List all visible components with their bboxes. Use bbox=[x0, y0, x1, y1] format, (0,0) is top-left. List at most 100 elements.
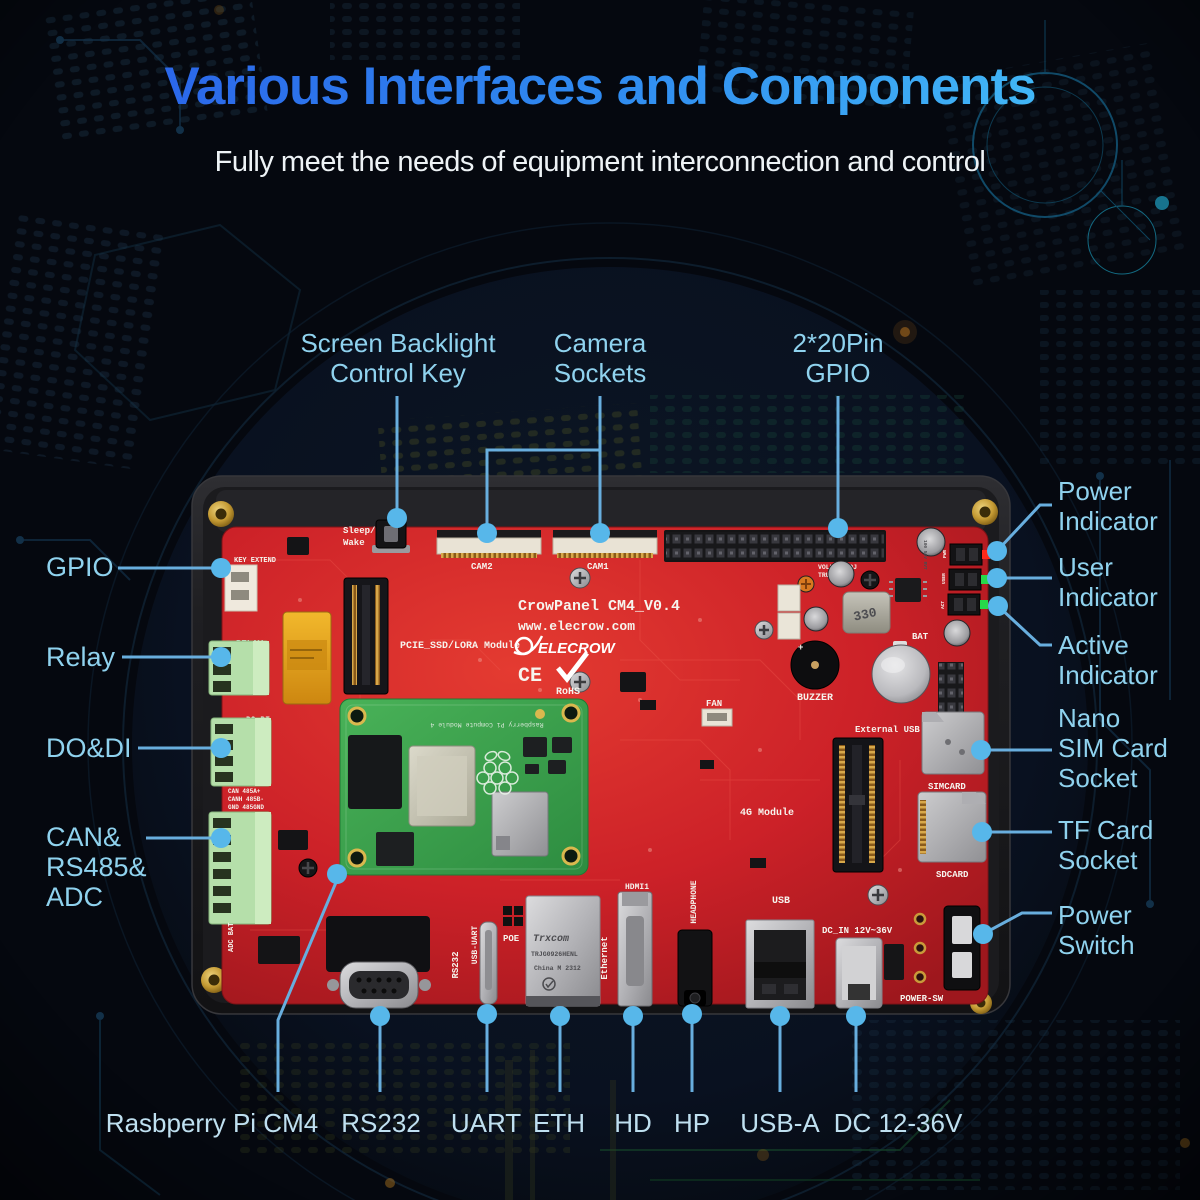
silk-cam2: CAM2 bbox=[471, 562, 493, 572]
silk-cam1: CAM1 bbox=[587, 562, 609, 572]
dc-component bbox=[884, 944, 904, 980]
silk-rohs: RoHS bbox=[556, 687, 580, 698]
silk-pwr: PWR bbox=[942, 550, 948, 558]
callout-dc-12-36v: DC 12-36V bbox=[833, 1108, 963, 1138]
silk-hdmi: HDMI1 bbox=[625, 883, 649, 892]
callout-do-di: DO&DI bbox=[46, 733, 132, 763]
pcie-m2-slot: PCIE_SSD/LORA Module bbox=[343, 577, 520, 695]
page-subtitle: Fully meet the needs of equipment interc… bbox=[214, 146, 986, 178]
hdmi-connector: HDMI1 bbox=[617, 883, 653, 1007]
pin-header-2x4 bbox=[938, 662, 964, 714]
callout-text: Nano bbox=[1058, 703, 1121, 733]
callout-camera-sockets: Camera Sockets bbox=[554, 328, 647, 388]
silk-poe: POE bbox=[503, 934, 520, 944]
user-led bbox=[981, 575, 989, 584]
callout-tf-card-socket: TF Card Socket bbox=[1058, 815, 1153, 875]
silk-eth-origin: China M 2312 bbox=[534, 965, 581, 972]
silk-can-a: CAN 485A+ bbox=[228, 788, 261, 795]
callout-gpio: GPIO bbox=[46, 552, 114, 582]
silk-external-usb: External USB bbox=[855, 725, 920, 735]
silk-eth-model: TRJG0926HENL bbox=[531, 951, 578, 958]
silk-buzzer: BUZZER bbox=[797, 693, 833, 704]
silk-inductor: 330 bbox=[852, 605, 878, 625]
misc-chips bbox=[258, 537, 766, 964]
silk-wake: Wake bbox=[343, 538, 365, 548]
silk-can-gnd: GND 485GND bbox=[228, 804, 264, 811]
raspberry-logo bbox=[476, 750, 519, 795]
rohs-checkmark bbox=[556, 651, 589, 684]
silk-model: CrowPanel CM4_V0.4 bbox=[518, 598, 680, 615]
fan-connector: FAN bbox=[701, 699, 733, 727]
speaker-connectors bbox=[777, 584, 801, 640]
callout-text: Indicator bbox=[1058, 506, 1158, 536]
buzzer: + BUZZER bbox=[790, 640, 840, 704]
silk-fan: FAN bbox=[706, 699, 722, 709]
callout-text: Power bbox=[1058, 476, 1132, 506]
gpio-header-2x20 bbox=[664, 530, 886, 562]
callout-uart: UART bbox=[450, 1108, 522, 1138]
indicator-leds: PWR USER ACT bbox=[940, 543, 990, 616]
poe-header: POE bbox=[503, 906, 523, 944]
callout-text: Indicator bbox=[1058, 582, 1158, 612]
silk-bat: BAT bbox=[912, 632, 929, 642]
callout-text: SIM Card bbox=[1058, 733, 1168, 763]
callout-text: RS485& bbox=[46, 852, 147, 882]
usb-a-port bbox=[745, 919, 815, 1009]
callout-text: Relay bbox=[46, 642, 116, 672]
ethernet-connector: Trxcom TRJG0926HENL China M 2312 bbox=[525, 895, 601, 1007]
callout-can-rs485-adc: CAN& RS485& ADC bbox=[46, 822, 147, 912]
silk-power-sw: POWER-SW bbox=[900, 994, 944, 1004]
callout-text: Power bbox=[1058, 900, 1132, 930]
uart-connector bbox=[479, 921, 498, 1005]
callout-text: ADC bbox=[46, 882, 104, 912]
silk-usb-uart: USB-UART bbox=[471, 926, 480, 965]
callout-eth: ETH bbox=[533, 1108, 585, 1138]
key-extend-connector: KEY EXTEND bbox=[224, 557, 276, 612]
callout-text: Control Key bbox=[330, 358, 466, 388]
callout-text: 2*20Pin bbox=[792, 328, 884, 358]
silk-usb: USB bbox=[772, 896, 790, 907]
page-title: Various Interfaces and Components bbox=[0, 56, 1200, 117]
raspberry-pi-cm4-module: Raspberry Pi Compute Module 4 bbox=[339, 698, 589, 876]
rs232-db9-connector bbox=[326, 916, 431, 1009]
capacitors: 100 50V RVT bbox=[803, 527, 971, 647]
silk-act: ACT bbox=[940, 601, 946, 609]
buzzer-plus: + bbox=[798, 643, 803, 653]
power-inductor: 330 bbox=[842, 591, 891, 634]
callout-rs232: RS232 bbox=[341, 1108, 421, 1138]
power-switch-component: POWER-SW bbox=[900, 905, 981, 1004]
callout-dots bbox=[211, 508, 1008, 1026]
silk-sdcard: SDCARD bbox=[936, 870, 969, 880]
callout-text: GPIO bbox=[46, 552, 114, 582]
silk-ethernet: Ethernet bbox=[600, 936, 610, 979]
silk-user: USER bbox=[941, 573, 947, 584]
silk-brand: ELECROW bbox=[538, 640, 617, 657]
sim-card-socket: SIMCARD bbox=[921, 711, 985, 792]
silk-simcard: SIMCARD bbox=[928, 782, 966, 792]
pcb-screws bbox=[298, 567, 889, 906]
elecrow-logo: ELECROW bbox=[513, 635, 617, 657]
callout-text: Socket bbox=[1058, 845, 1138, 875]
callout-connector-lines bbox=[118, 396, 1052, 1092]
silk-can-b: CANH 485B- bbox=[228, 796, 264, 803]
callout-text: GPIO bbox=[805, 358, 871, 388]
callout-power-switch: Power Switch bbox=[1058, 900, 1135, 960]
callout-2x20pin-gpio: 2*20Pin GPIO bbox=[792, 328, 883, 388]
silk-cap-label: 100 50V RVT bbox=[922, 540, 928, 570]
center-silkscreen: CrowPanel CM4_V0.4 www.elecrow.com ELECR… bbox=[513, 598, 680, 698]
silk-dc-in: DC_IN 12V~36V bbox=[822, 926, 893, 936]
callout-text: User bbox=[1058, 552, 1113, 582]
callout-hp: HP bbox=[673, 1108, 711, 1138]
callout-text: TF Card bbox=[1058, 815, 1154, 845]
callout-raspberry-pi-cm4: Rasbperry Pi CM4 bbox=[105, 1108, 319, 1138]
callout-text: Indicator bbox=[1058, 660, 1158, 690]
callout-text: Socket bbox=[1058, 763, 1138, 793]
callout-usb-a: USB-A bbox=[740, 1108, 820, 1138]
silk-sleep: Sleep/ bbox=[343, 526, 375, 536]
callout-screen-backlight-control-key: Screen Backlight Control Key bbox=[300, 328, 495, 388]
silk-key-extend: KEY EXTEND bbox=[234, 557, 276, 565]
silk-pcie: PCIE_SSD/LORA Module bbox=[400, 640, 520, 652]
